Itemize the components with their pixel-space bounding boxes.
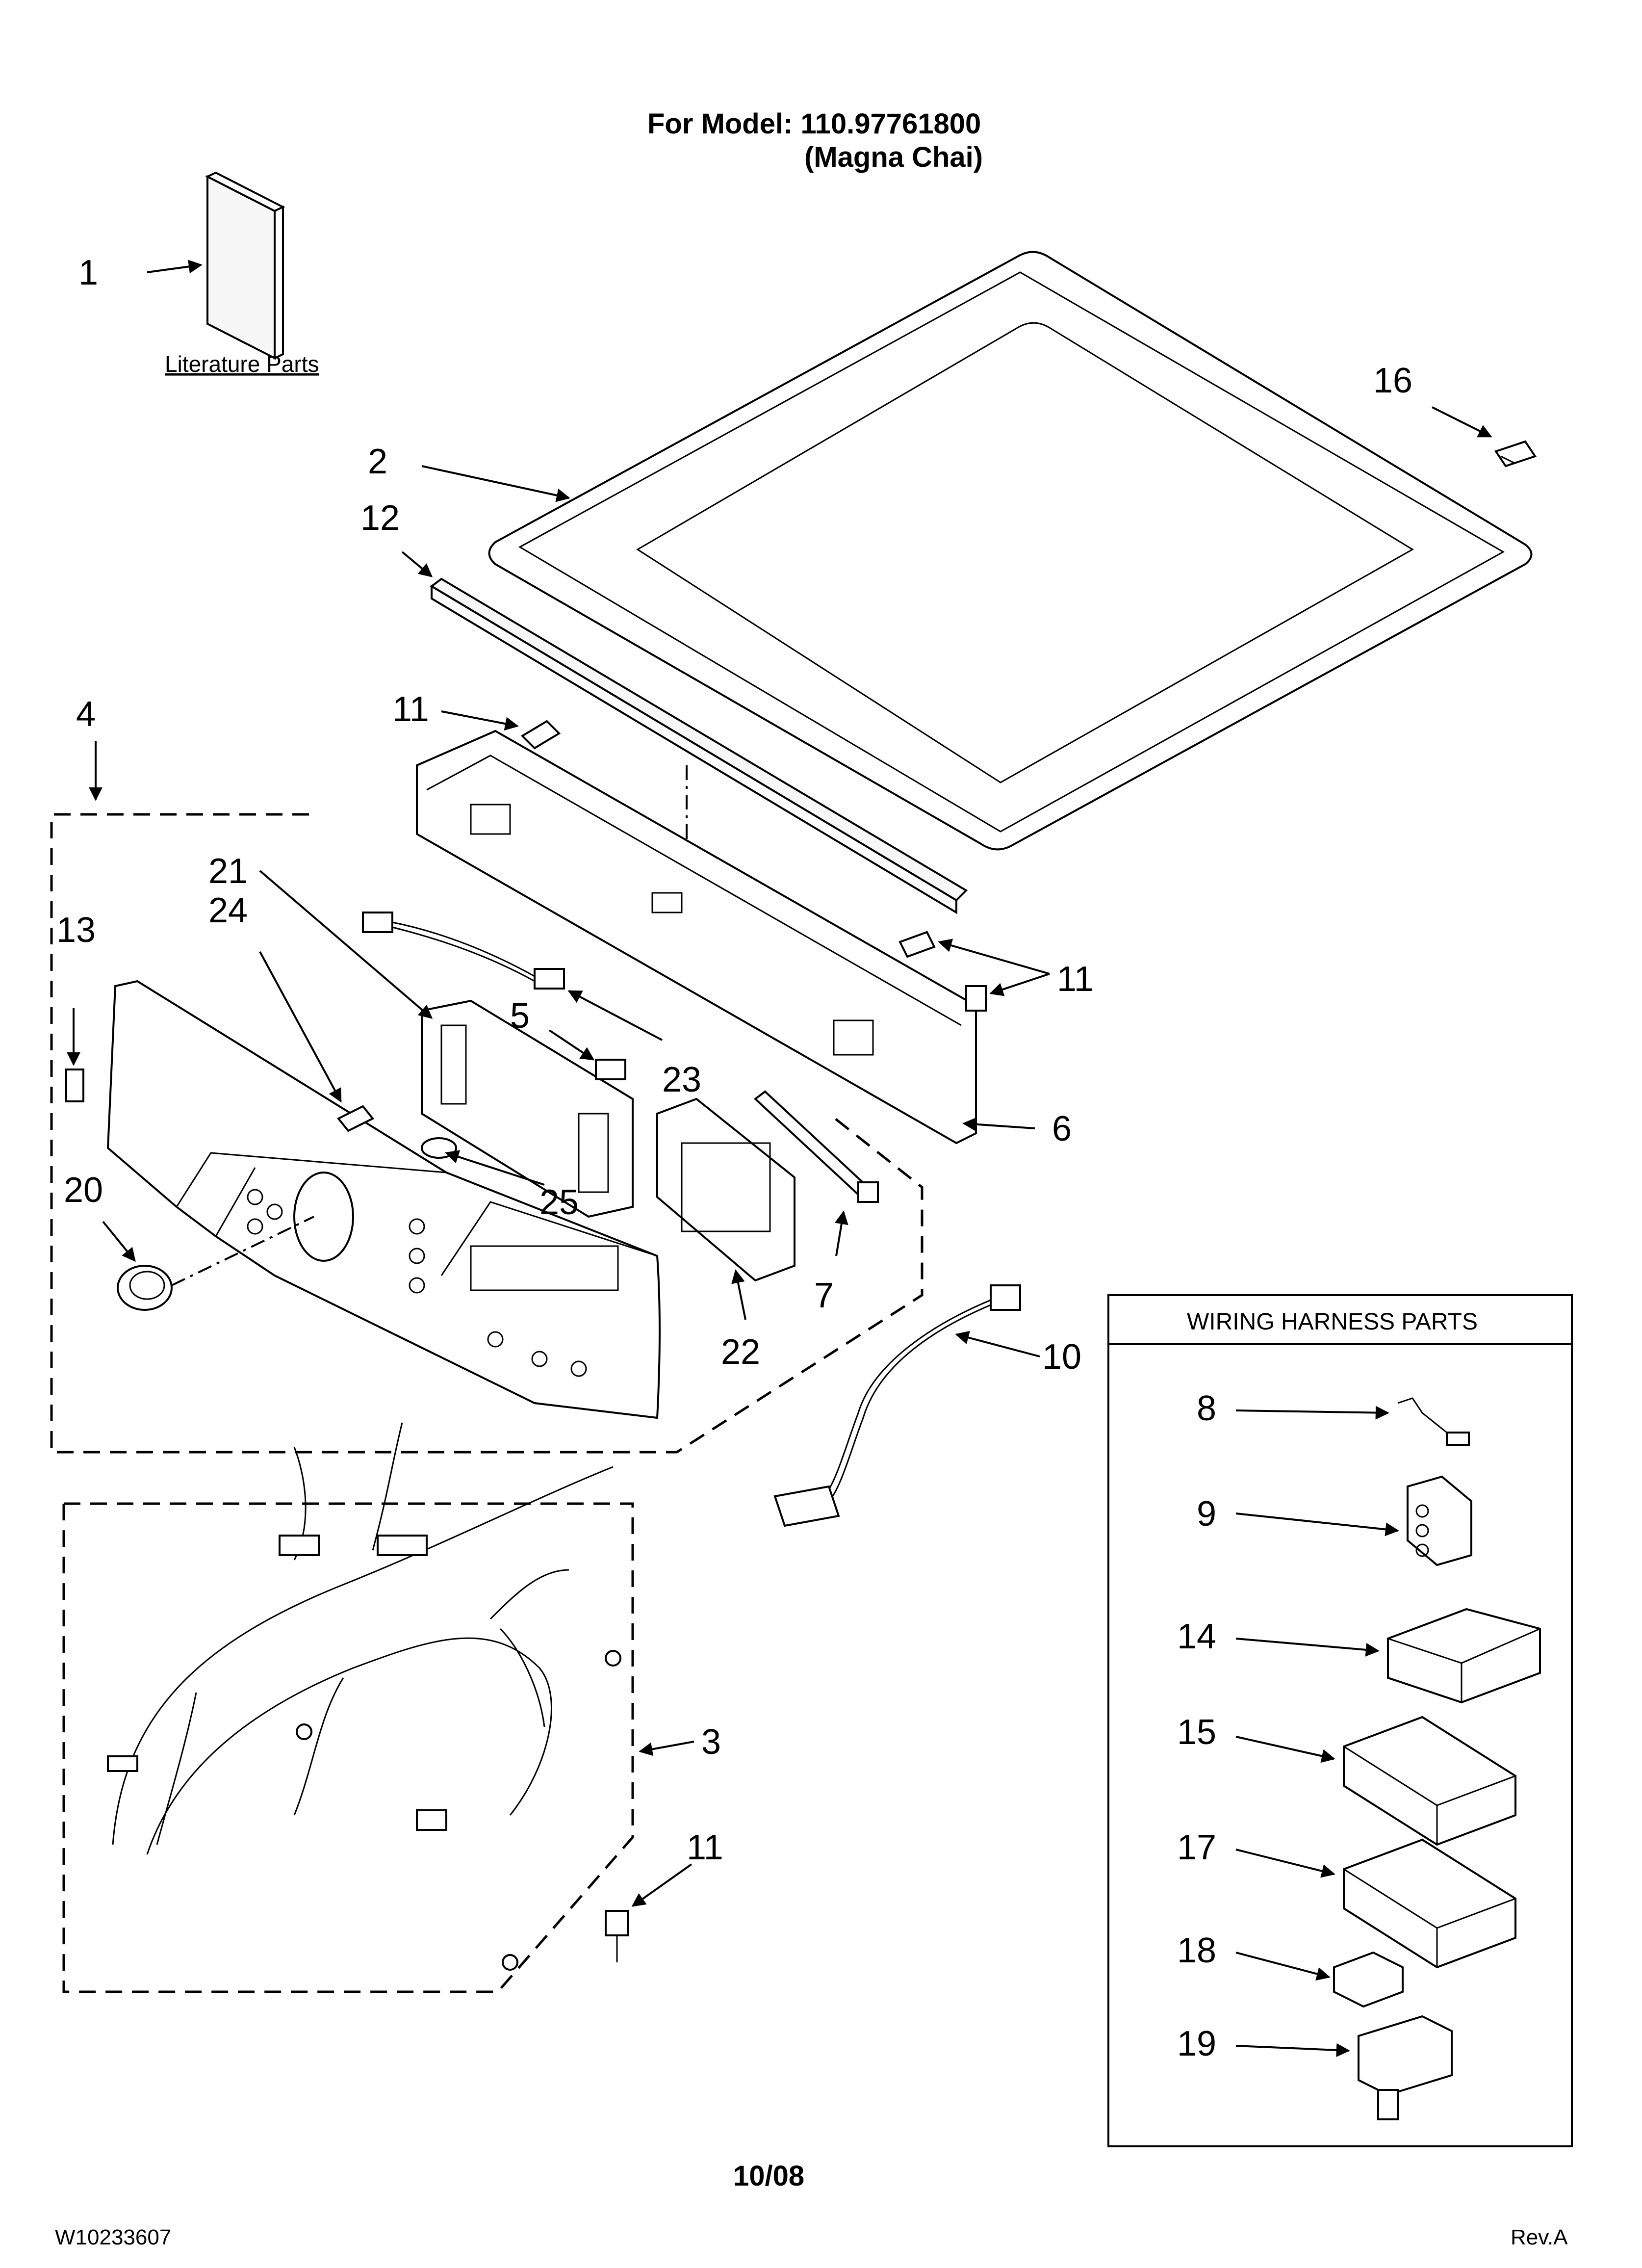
callout-18: 18 [1177,1931,1216,1970]
callout-24: 24 [208,891,248,930]
knob-alignment [171,1216,314,1286]
callout-22: 22 [721,1332,760,1372]
date-code: 10/08 [733,2160,804,2192]
callout-3: 3 [701,1722,721,1762]
console-assembly-boundary [50,813,924,1454]
model-variant: (Magna Chai) [804,141,983,173]
callout-23: 23 [662,1060,701,1099]
callout-15: 15 [1177,1713,1216,1752]
callout-arrow-25 [445,1150,545,1186]
callout-arrow-11a [441,710,519,730]
callout-4: 4 [76,695,96,734]
callout-10: 10 [1042,1337,1081,1377]
callout-11c: 11 [687,1828,723,1867]
callout-7: 7 [814,1276,834,1315]
callout-16: 16 [1373,361,1412,400]
callout-14: 14 [1177,1617,1216,1656]
clip-5 [595,1059,626,1080]
literature-booklet [205,171,285,360]
callout-arrow-11b2 [989,973,1050,996]
wiring-box-title: WIRING HARNESS PARTS [1187,1309,1478,1335]
callout-arrow-6 [962,1117,1035,1131]
literature-parts-label: Literature Parts [165,351,319,377]
callout-12: 12 [360,498,400,538]
console-knob-recess [293,1172,354,1262]
callout-arrow-10 [955,1330,1040,1357]
strip-12 [430,577,968,914]
connector-15 [1343,1716,1516,1846]
console-panel [106,980,661,1419]
model-title: For Model: 110.97761800 [647,108,981,140]
callout-arrow-11c [631,1863,693,1907]
wire-23 [362,912,565,990]
callout-arrow-7 [835,1210,848,1256]
wiring-harness-box [1107,1294,1573,2147]
callout-arrow-9 [1235,1512,1399,1537]
callout-6: 6 [1052,1109,1072,1148]
callout-arrow-2 [421,465,570,502]
screw-24 [336,1105,375,1132]
callout-8: 8 [1197,1389,1216,1428]
badge-13 [65,1069,84,1102]
harness-10 [773,1284,1021,1527]
callout-1: 1 [78,253,98,292]
connector-9 [1407,1475,1472,1566]
callout-2: 2 [368,442,387,481]
callout-arrow-8 [1235,1406,1389,1420]
callout-arrow-24 [259,951,342,1103]
doc-number: W10233607 [55,2225,171,2249]
revision: Rev.A [1511,2225,1568,2249]
bracket-6 [416,730,977,1145]
callout-arrow-21 [259,870,433,1019]
callout-13: 13 [56,911,96,950]
connector-17 [1343,1838,1516,1969]
terminal-8 [1397,1397,1470,1446]
connector-18 [1333,1951,1404,2008]
housing-22 [656,1097,795,1282]
screw-11-top [520,720,561,750]
connector-19 [1358,2015,1453,2120]
main-harness-boundary [62,1502,634,1993]
screw-16 [1494,440,1537,468]
callout-arrow-17 [1235,1849,1335,1878]
tie-strap-7 [753,1090,879,1203]
callout-arrow-23 [567,990,663,1041]
connector-block-14 [1387,1608,1541,1704]
top-panel [488,251,1533,851]
callout-17: 17 [1177,1828,1216,1867]
callout-arrow-18 [1235,1952,1331,1981]
control-board-21 [421,999,634,1218]
callout-9: 9 [1197,1494,1216,1534]
callout-5: 5 [510,996,530,1036]
callout-arrow-5 [548,1029,595,1061]
main-harness-3 [107,1422,621,1971]
callout-arrow-20 [102,1221,136,1262]
callout-20: 20 [64,1171,103,1210]
callout-arrow-1 [147,260,203,274]
callout-arrow-16 [1432,406,1492,438]
screw-11-bottom [605,1910,629,1962]
screw-11-right [898,931,987,1035]
callout-21: 21 [208,852,248,891]
callout-11b: 11 [1057,960,1094,999]
callout-19: 19 [1177,2024,1216,2063]
callout-arrow-22 [731,1269,746,1320]
callout-11a: 11 [392,690,429,729]
callout-arrow-14 [1235,1638,1380,1657]
knob-20 [117,1265,173,1311]
callout-arrow-19 [1235,2043,1350,2057]
callout-arrow-12 [401,551,433,577]
callout-25: 25 [539,1183,579,1222]
callout-arrow-15 [1235,1736,1335,1763]
callout-arrow-11b1 [938,938,1050,975]
callout-arrow-3 [639,1741,694,1756]
